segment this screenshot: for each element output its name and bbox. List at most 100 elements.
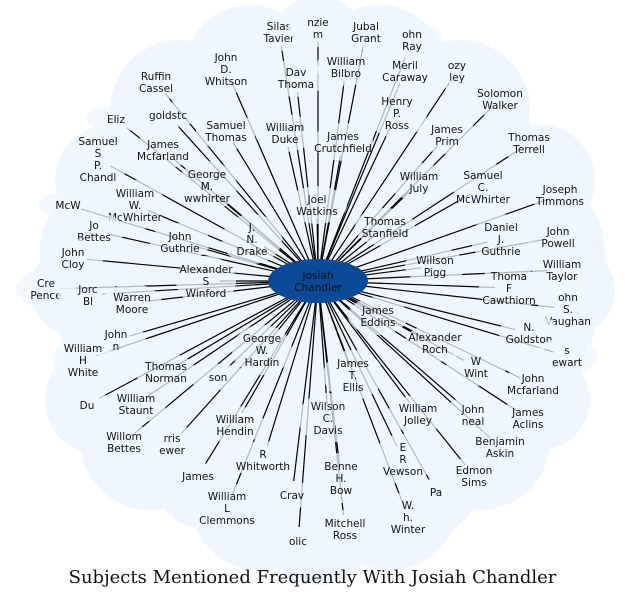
node-halo <box>367 88 427 138</box>
node-halo <box>479 263 539 313</box>
node-halo <box>268 528 328 554</box>
node-label: N.Goldston <box>506 322 553 346</box>
node-halo <box>528 218 588 256</box>
node-halo <box>136 353 196 391</box>
node-label: son <box>209 372 228 384</box>
node-halo <box>427 52 487 90</box>
node-halo <box>499 314 559 352</box>
node-halo <box>498 399 558 437</box>
node-label: Du <box>80 400 95 412</box>
node-halo <box>233 441 293 479</box>
node-halo <box>530 176 590 214</box>
node-halo <box>537 337 597 375</box>
node-halo <box>38 192 98 218</box>
node-halo <box>311 453 371 503</box>
node-halo <box>446 348 506 386</box>
node-halo <box>389 163 449 201</box>
node-halo <box>138 102 198 128</box>
node-halo <box>105 180 165 230</box>
node-halo <box>232 325 292 375</box>
edge <box>317 125 392 282</box>
node-halo <box>453 162 513 212</box>
edge <box>317 280 466 466</box>
node-label: J.N.Drake <box>236 222 267 258</box>
node-halo <box>315 510 375 548</box>
node-halo <box>287 186 347 224</box>
node-halo <box>86 106 146 132</box>
node-halo <box>133 131 193 169</box>
node-halo <box>177 161 237 211</box>
node-halo <box>106 385 166 423</box>
node-halo <box>355 208 415 246</box>
node-halo <box>499 124 559 162</box>
node-halo <box>298 393 358 443</box>
edge <box>266 280 319 447</box>
node-halo <box>382 21 442 59</box>
node-halo <box>405 324 465 362</box>
node-halo <box>336 13 396 51</box>
node-halo <box>150 223 210 261</box>
edge <box>293 280 319 482</box>
node-label: Eliz <box>107 114 125 126</box>
edge <box>317 280 463 407</box>
node-halo <box>406 479 466 505</box>
node-halo <box>176 256 236 306</box>
edge <box>164 92 319 282</box>
node-halo <box>57 392 117 418</box>
node-label: goldstc <box>149 110 187 122</box>
node-halo <box>375 52 435 90</box>
node-halo <box>68 128 128 190</box>
node-halo <box>266 59 326 97</box>
node-halo <box>205 406 265 444</box>
edge <box>176 124 319 282</box>
node-halo <box>443 396 503 434</box>
edge <box>317 80 345 282</box>
edge <box>232 142 319 282</box>
center-node-shape <box>268 259 368 303</box>
node-halo <box>197 483 257 533</box>
node-halo <box>188 364 248 390</box>
node-halo <box>316 48 376 86</box>
